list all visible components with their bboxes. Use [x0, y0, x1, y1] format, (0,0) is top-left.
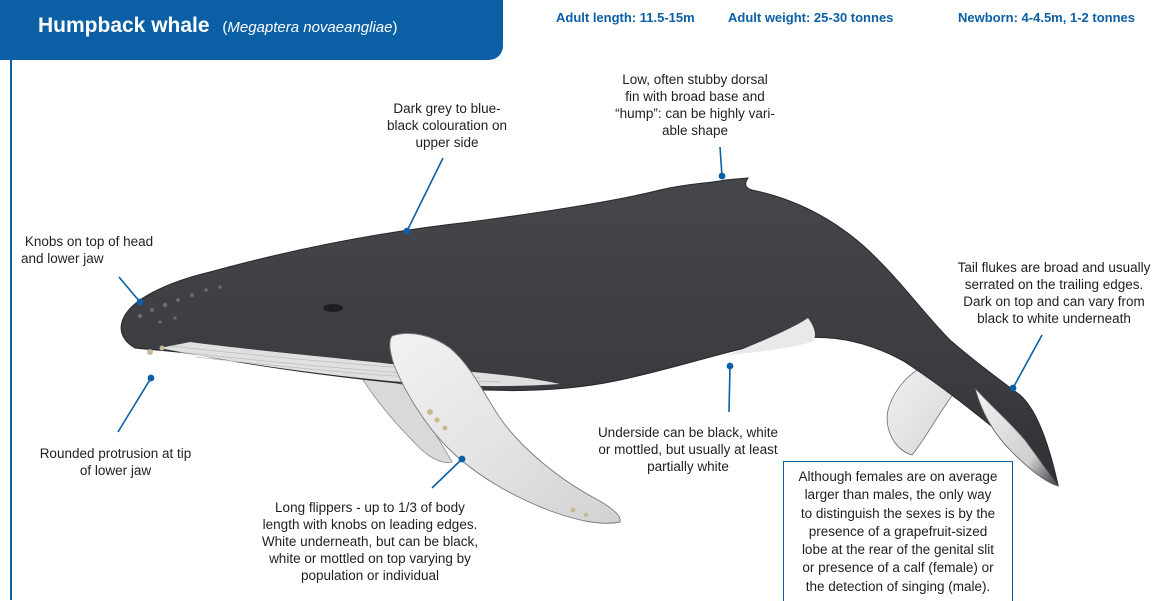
callout-knobs-line-2: and lower jaw: [14, 250, 164, 267]
callout-dorsal-line-3: “hump”: can be highly vari-: [590, 105, 800, 122]
callout-colour-line-3: upper side: [362, 134, 532, 151]
callout-knobs-head: Knobs on top of head and lower jaw: [14, 233, 164, 267]
callout-flippers-line-4: white or mottled on top varying by: [240, 550, 500, 567]
callout-jaw-tip: Rounded protrusion at tip of lower jaw: [28, 445, 203, 479]
callout-dorsal-fin: Low, often stubby dorsal fin with broad …: [590, 71, 800, 139]
note-line-7: the detection of singing (male).: [784, 578, 1012, 596]
sexing-note-text: Although females are on average larger t…: [784, 468, 1012, 596]
jaw-tip-knob: [147, 349, 153, 355]
callout-underside-line-1: Underside can be black, white: [584, 424, 792, 441]
note-line-2: larger than males, the only way: [784, 486, 1012, 504]
note-line-5: lobe at the rear of the genital slit: [784, 541, 1012, 559]
callout-tail-flukes: Tail flukes are broad and usually serrat…: [940, 259, 1168, 327]
leader-colouration: [407, 158, 443, 231]
leader-dorsal: [720, 147, 722, 176]
callout-flippers-line-1: Long flippers - up to 1/3 of body: [240, 499, 500, 516]
callout-flippers-line-5: population or individual: [240, 567, 500, 584]
callout-jaw-line-1: Rounded protrusion at tip: [28, 445, 203, 462]
callout-underside: Underside can be black, white or mottled…: [584, 424, 792, 475]
callout-flippers-line-3: White underneath, but can be black,: [240, 533, 500, 550]
note-line-1: Although females are on average: [784, 468, 1012, 486]
callout-flippers: Long flippers - up to 1/3 of body length…: [240, 499, 500, 584]
callout-flukes-line-1: Tail flukes are broad and usually: [940, 259, 1168, 276]
sexing-note-box: Although females are on average larger t…: [783, 461, 1013, 601]
callout-underside-line-2: or mottled, but usually at least: [584, 441, 792, 458]
callout-flukes-line-4: black to white underneath: [940, 310, 1168, 327]
callout-flippers-line-2: length with knobs on leading edges.: [240, 516, 500, 533]
callout-knobs-line-1: Knobs on top of head: [14, 233, 164, 250]
leader-underside: [729, 366, 730, 412]
note-line-3: to distinguish the sexes is by the: [784, 505, 1012, 523]
leader-flippers: [432, 459, 462, 488]
callout-dorsal-line-1: Low, often stubby dorsal: [590, 71, 800, 88]
callout-jaw-line-2: of lower jaw: [28, 462, 203, 479]
leader-jaw: [118, 378, 151, 432]
callout-colour-line-1: Dark grey to blue-: [362, 100, 532, 117]
leader-knobs: [119, 277, 140, 302]
whale-eye: [323, 304, 343, 312]
note-line-4: presence of a grapefruit-sized: [784, 523, 1012, 541]
callout-underside-line-3: partially white: [584, 458, 792, 475]
callout-colour-line-2: black colouration on: [362, 117, 532, 134]
callout-flukes-line-2: serrated on the trailing edges.: [940, 276, 1168, 293]
leader-flukes: [1013, 335, 1042, 388]
callout-flukes-line-3: Dark on top and can vary from: [940, 293, 1168, 310]
callout-dorsal-line-4: able shape: [590, 122, 800, 139]
callout-colouration: Dark grey to blue- black colouration on …: [362, 100, 532, 151]
note-line-6: or presence of a calf (female) or: [784, 559, 1012, 577]
callout-dorsal-line-2: fin with broad base and: [590, 88, 800, 105]
